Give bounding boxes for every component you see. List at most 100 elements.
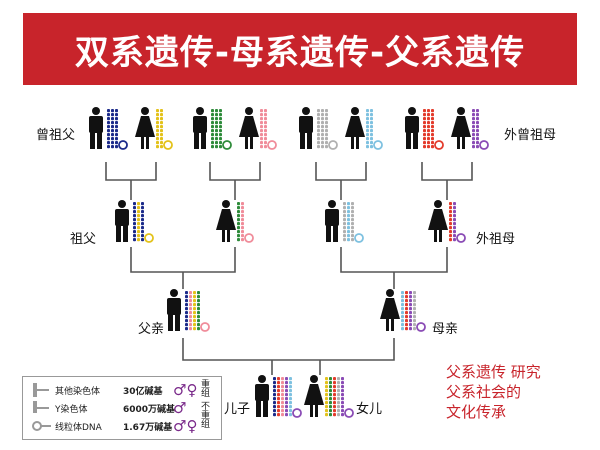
chromosome-segment	[453, 206, 456, 210]
chromosome-segment	[317, 129, 320, 133]
male-icon: ♂	[173, 399, 187, 417]
chromosome-segment	[197, 303, 200, 307]
person-leg	[413, 132, 418, 149]
chromosome-segment	[370, 133, 373, 137]
chromosome-segment	[137, 234, 140, 238]
chromosome-segment	[111, 117, 114, 121]
chromosome-segment	[333, 393, 336, 397]
chromosome-segment	[264, 129, 267, 133]
chromosome-segment	[476, 109, 479, 113]
connector-line	[421, 162, 473, 181]
chromosome-segment	[405, 311, 408, 315]
chromosome-segment	[277, 377, 280, 381]
chromosome-segment	[351, 214, 354, 218]
chromosome-segment	[405, 319, 408, 323]
chromosome-segment	[137, 206, 140, 210]
chromosome-segment	[413, 323, 416, 327]
chromosome-segment	[476, 141, 479, 145]
chromosome-segment	[281, 377, 284, 381]
chromosome-segment	[137, 222, 140, 226]
chromosome-segment	[260, 109, 263, 113]
chromosome-segment	[277, 381, 280, 385]
chromosome-segment	[160, 141, 163, 145]
chromosome-segment	[185, 291, 188, 295]
chromosome-segment	[219, 125, 222, 129]
chromosome-segment	[107, 129, 110, 133]
chromosome-segment	[449, 226, 452, 230]
chromosome-segment	[325, 121, 328, 125]
person-torso	[115, 209, 129, 226]
chromosome-segment	[107, 109, 110, 113]
chromosome-segment	[281, 397, 284, 401]
chromosome-segment	[351, 206, 354, 210]
chromosome-segment	[370, 129, 373, 133]
chromosome-segment	[329, 405, 332, 409]
chromosome-segment	[405, 307, 408, 311]
chromosome-segment	[185, 315, 188, 319]
chromosome-segment	[141, 210, 144, 214]
chromosome-segment	[329, 393, 332, 397]
chromosome-segment	[366, 109, 369, 113]
person-leg	[141, 136, 144, 149]
chromosome-segment	[370, 145, 373, 149]
chromosome-segment	[137, 226, 140, 230]
chromosome-segment	[401, 311, 404, 315]
chromosome-segment	[115, 133, 118, 137]
chromosome-segment	[285, 405, 288, 409]
chromosome-segment	[472, 121, 475, 125]
title-banner: 双系遗传-母系遗传-父系遗传	[23, 13, 577, 85]
chromosome-segment	[409, 327, 412, 331]
chromosome-segment	[211, 129, 214, 133]
chromosome-segment	[325, 129, 328, 133]
chromosome-segment	[197, 323, 200, 327]
chromosome-segment	[329, 401, 332, 405]
chromosome-segment	[449, 202, 452, 206]
chromosome-segment	[197, 307, 200, 311]
person-leg	[315, 404, 318, 417]
chromosome-segment	[237, 214, 240, 218]
person-dress	[451, 116, 471, 137]
chromosome-segment	[409, 315, 412, 319]
chromosome-segment	[401, 295, 404, 299]
chromosome-segment	[197, 327, 200, 331]
chromosome-segment	[431, 117, 434, 121]
chromosome-segment	[317, 145, 320, 149]
chromosome-segment	[343, 210, 346, 214]
chromosome-segment	[325, 109, 328, 113]
chromosome-segment	[413, 299, 416, 303]
chromosome-segment	[115, 121, 118, 125]
chromosome-segment	[472, 137, 475, 141]
chromosome-segment	[289, 401, 292, 405]
chromosome-segment	[366, 113, 369, 117]
chromosome-segment	[264, 113, 267, 117]
chromosome-segment	[401, 299, 404, 303]
chromosome-segment	[156, 129, 159, 133]
chromosome-segment	[449, 238, 452, 242]
chromosome-segment	[115, 145, 118, 149]
chromosome-segment	[189, 291, 192, 295]
chromosome-segment	[347, 238, 350, 242]
chromosome-segment	[215, 129, 218, 133]
chromosome-segment	[185, 323, 188, 327]
person-head	[170, 289, 178, 297]
chromosome-segment	[341, 401, 344, 405]
chromosome-segment	[189, 311, 192, 315]
chromosome-segment	[237, 230, 240, 234]
chromosome-segment	[427, 121, 430, 125]
chromosome-segment	[347, 206, 350, 210]
chromosome-segment	[185, 307, 188, 311]
chromosome-segment	[289, 381, 292, 385]
chromosome-segment	[281, 401, 284, 405]
chromosome-segment	[189, 315, 192, 319]
chromosome-segment	[156, 145, 159, 149]
chromosome-segment	[343, 234, 346, 238]
chromosome-segment	[413, 315, 416, 319]
chromosome-segment	[137, 230, 140, 234]
chromosome-segment	[472, 141, 475, 145]
connector-line	[315, 162, 367, 181]
chromosome-segment	[115, 117, 118, 121]
chromosome-segment	[325, 405, 328, 409]
chromosome-segment	[115, 141, 118, 145]
chromosome-segment	[273, 409, 276, 413]
chromosome-segment	[156, 121, 159, 125]
